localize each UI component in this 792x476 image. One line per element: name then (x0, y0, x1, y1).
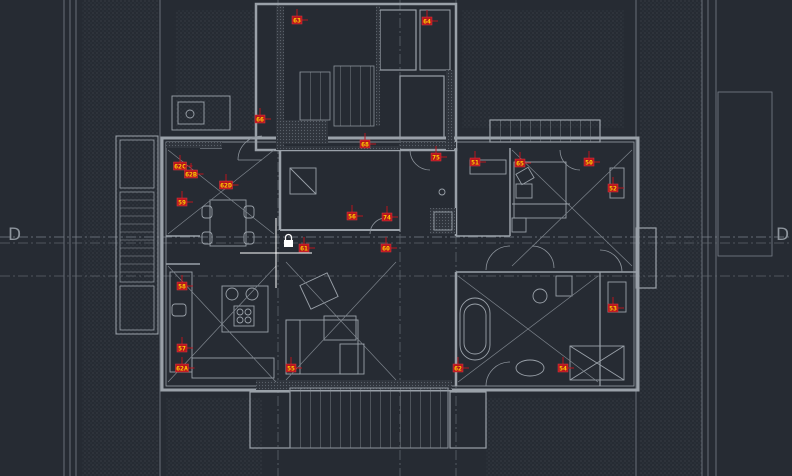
room-tag-box (452, 363, 464, 373)
room-tag-box (176, 281, 188, 291)
room-tag-label: 59 (178, 198, 186, 206)
site-hatching (82, 0, 702, 476)
room-tag-62a[interactable]: 62A (175, 357, 195, 373)
room-tag-box (175, 363, 189, 373)
room-tag-label: 66 (256, 115, 264, 123)
room-tag-64[interactable]: 64 (421, 10, 438, 26)
room-tag-box (285, 363, 297, 373)
room-tag-61[interactable]: 61 (298, 237, 315, 253)
room-tag-label: 74 (383, 213, 391, 221)
room-tag-box (173, 161, 187, 171)
room-tag-label: 63 (293, 16, 301, 24)
room-tag-66[interactable]: 66 (254, 108, 271, 124)
room-tag-52[interactable]: 52 (607, 177, 624, 193)
room-tag-label: 57 (178, 344, 186, 352)
room-tag-label: 55 (287, 364, 295, 372)
room-tag-62d[interactable]: 62D (219, 174, 239, 190)
room-tag-55[interactable]: 55 (285, 357, 302, 373)
room-tag-label: 54 (559, 364, 567, 372)
room-diagonals (167, 149, 633, 383)
room-tag-box (359, 139, 371, 149)
room-tag-box (557, 363, 569, 373)
room-tag-label: 75 (432, 153, 440, 161)
room-tag-50[interactable]: 50 (583, 151, 600, 167)
room-tag-box (514, 158, 526, 168)
room-tag-box (583, 157, 595, 167)
room-tag-box (380, 243, 392, 253)
room-tag-60[interactable]: 60 (380, 237, 397, 253)
room-tag-box (184, 169, 198, 179)
room-tag-box (219, 180, 233, 190)
room-tag-label: 52 (609, 184, 617, 192)
room-tag-box (607, 183, 619, 193)
room-tag-label: 60 (382, 244, 390, 252)
room-tag-label: 50 (585, 158, 593, 166)
room-tag-68[interactable]: 68 (359, 133, 376, 149)
room-tag-62b[interactable]: 62B (184, 163, 204, 179)
room-tag-75[interactable]: 75 (430, 146, 447, 162)
room-tag-box (254, 114, 266, 124)
room-tag-62[interactable]: 62 (452, 357, 469, 373)
room-tag-box (176, 197, 188, 207)
room-tag-58[interactable]: 58 (176, 275, 193, 291)
room-tag-label: 62 (454, 364, 462, 372)
room-tag-label: 56 (348, 212, 356, 220)
room-tag-62c[interactable]: 62C (173, 155, 193, 171)
room-tag-51[interactable]: 51 (469, 151, 486, 167)
room-tag-label: 61 (300, 244, 308, 252)
room-tag-label: 62D (220, 181, 232, 189)
room-tag-box (291, 15, 303, 25)
room-tag-label: 62C (174, 162, 186, 170)
padlock-icon (284, 233, 293, 247)
room-tag-box (381, 212, 393, 222)
room-tag-box (421, 16, 433, 26)
room-tag-box (176, 343, 188, 353)
room-tag-label: 65 (516, 159, 524, 167)
room-tag-59[interactable]: 59 (176, 191, 193, 207)
room-tag-box (346, 211, 358, 221)
room-tag-box (430, 152, 442, 162)
adjacent-building-outline (717, 91, 773, 257)
staircases (119, 65, 600, 449)
room-tag-label: 53 (609, 304, 617, 312)
room-tag-54[interactable]: 54 (557, 357, 574, 373)
gridline-markers: D D (8, 225, 789, 245)
room-tag-label: 64 (423, 17, 431, 25)
room-tag-53[interactable]: 53 (607, 297, 624, 313)
room-tag-65[interactable]: 65 (514, 152, 531, 168)
gridline-label-right: D (776, 225, 789, 245)
room-tag-label: 58 (178, 282, 186, 290)
room-tag-57[interactable]: 57 (176, 337, 193, 353)
gridline-label-left: D (8, 225, 21, 245)
room-tag-label: 62B (185, 170, 197, 178)
crosshair-cursor-icon (240, 218, 312, 288)
room-tag-label: 68 (361, 140, 369, 148)
furniture (169, 95, 627, 381)
room-tag-56[interactable]: 56 (346, 205, 363, 221)
room-tag-label: 51 (471, 158, 479, 166)
room-tag-box (607, 303, 619, 313)
room-tag-box (469, 157, 481, 167)
room-tag-74[interactable]: 74 (381, 206, 398, 222)
room-tag-63[interactable]: 63 (291, 9, 308, 25)
room-tag-label: 62A (176, 364, 188, 372)
room-tag-box (298, 243, 310, 253)
